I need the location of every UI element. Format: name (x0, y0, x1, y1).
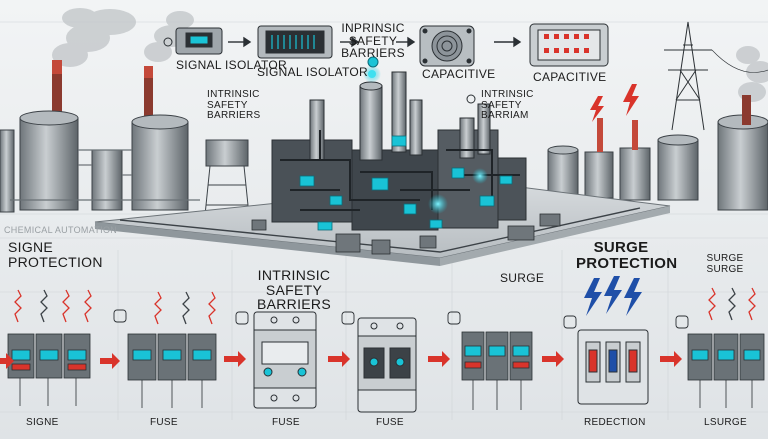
label-bottom-fuse-1: Fuse (150, 417, 178, 428)
module-group-fuse-1 (127, 291, 217, 408)
label-bottom-lsurge: Lsurge (704, 417, 747, 428)
power-pylon-icon (664, 21, 768, 131)
label-intrinsic-middle: Intrinsic safety barriers (257, 267, 331, 313)
label-intrinsic-left: Intrinsic safety barriers (207, 89, 261, 121)
module-group-surge (461, 331, 533, 410)
label-capacitive-1: Capacitive (422, 67, 496, 81)
module-group-signe (7, 289, 92, 406)
top-device-capacitive-1 (419, 25, 475, 67)
label-bottom-fuse-2: Fuse (272, 417, 300, 428)
fuse-symbol-icon (113, 309, 689, 329)
module-surge-protection (577, 276, 649, 405)
module-group-surge-surge (687, 287, 765, 408)
label-capacitive-2: Capacitive (533, 70, 607, 84)
lightning-bolt-icon (584, 276, 642, 316)
label-surge-middle: Surge (500, 271, 545, 285)
lightning-bolt-icon (590, 84, 639, 122)
label-bottom-fuse-3: Fuse (376, 417, 404, 428)
label-signe-protection: Signe protection (8, 239, 103, 270)
top-device-signal-isolator-2 (257, 25, 333, 59)
module-intrinsic-barrier (253, 311, 317, 409)
label-signal-isolator-2: Signal isolator (257, 65, 368, 79)
smoke-plume-icon (52, 8, 768, 102)
central-plant (271, 71, 527, 231)
label-surge-surge: Surge surge (706, 253, 744, 275)
top-device-capacitive-2 (529, 23, 609, 67)
arrow-right-icon (0, 351, 682, 369)
top-device-signal-isolator-1 (175, 27, 223, 55)
label-intrinsic-top: Inprinsic safety barriers (341, 21, 405, 61)
label-chemical-automation: Chemical automation (4, 225, 118, 235)
label-intrinsic-right: Intrinsic safety barriam (481, 89, 534, 121)
module-fuse-box (357, 317, 417, 413)
label-bottom-redection: Redection (584, 417, 646, 428)
label-surge-protection: Surge protection (576, 239, 678, 272)
arrow-right-icon (228, 36, 522, 48)
label-bottom-signe: Signe (26, 417, 59, 428)
label-signal-isolator-1: Signal isolator (176, 58, 287, 72)
